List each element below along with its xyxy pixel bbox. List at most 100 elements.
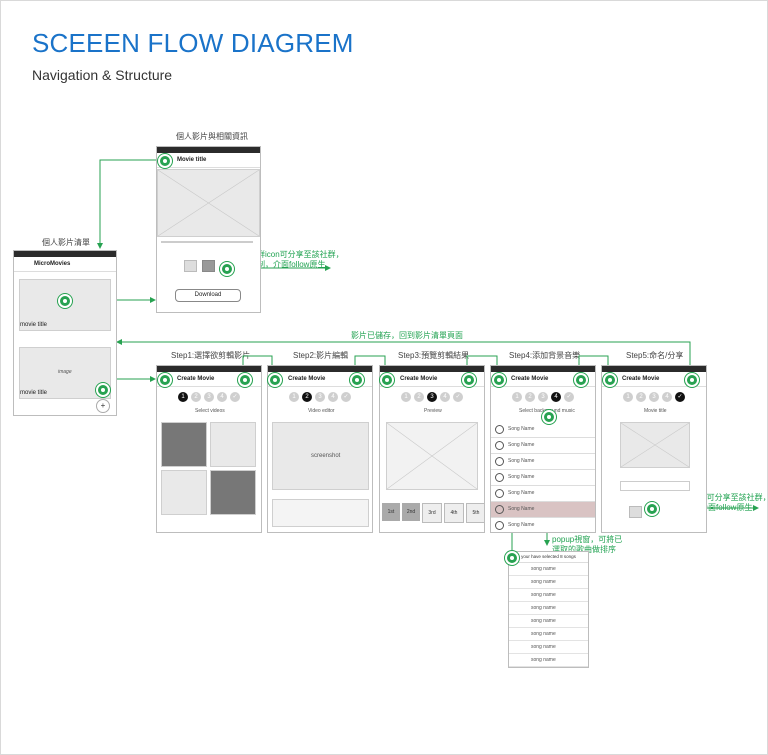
step-indicator: 2 — [525, 392, 535, 402]
step-indicator: ✓ — [230, 392, 240, 402]
movie-preview[interactable] — [620, 422, 690, 468]
note-share-detail-2: 分享機制，介面follow原生 — [233, 260, 326, 269]
video-thumbnail[interactable] — [161, 470, 207, 515]
movie-thumbnail[interactable]: image — [19, 347, 111, 399]
hotspot-next[interactable] — [574, 373, 588, 387]
popup-song-row[interactable]: song name — [509, 563, 588, 576]
hotspot-back[interactable] — [268, 373, 282, 387]
popup-song-row[interactable]: song name — [509, 602, 588, 615]
share-thumbnail[interactable] — [202, 260, 215, 272]
app-bar: MicroMovies — [14, 257, 116, 272]
caption-step3: Step3:預覽剪輯結果 — [398, 351, 470, 360]
clip-chip[interactable]: 5th — [466, 503, 484, 523]
step-indicator: ✓ — [341, 392, 351, 402]
preview-player[interactable] — [386, 422, 478, 490]
video-thumbnail[interactable] — [210, 470, 256, 515]
note-saved-back: 影片已儲存，回到影片清單頁面 — [351, 331, 463, 340]
step-indicator: 4 — [217, 392, 227, 402]
note-share-detail-1: 點選社群icon可分享至該社群， — [233, 250, 344, 259]
step-indicator: ✓ — [453, 392, 463, 402]
clip-order-strip: 1st 2nd 3rd 4th 5th — [382, 503, 484, 523]
step-indicator: 2 — [302, 392, 312, 402]
step-indicator: 4 — [551, 392, 561, 402]
hotspot-close-popup[interactable] — [505, 551, 519, 565]
hotspot-back[interactable] — [158, 373, 172, 387]
step-label: Video editor — [308, 408, 335, 414]
popup-song-row[interactable]: song name — [509, 654, 588, 667]
hotspot-next[interactable] — [350, 373, 364, 387]
popup-song-row[interactable]: song name — [509, 628, 588, 641]
hotspot-back[interactable] — [380, 373, 394, 387]
app-bar: Movie title — [157, 153, 260, 168]
hotspot-share[interactable] — [645, 502, 659, 516]
video-thumbnail[interactable] — [210, 422, 256, 467]
hotspot-back[interactable] — [603, 373, 617, 387]
hotspot-add-movie[interactable] — [96, 383, 110, 397]
clip-chip[interactable]: 2nd — [402, 503, 420, 521]
hotspot-selected-songs[interactable] — [542, 410, 556, 424]
app-title: Create Movie — [177, 376, 215, 382]
song-row[interactable]: Song Name — [491, 470, 595, 486]
song-row[interactable]: Song Name — [491, 518, 595, 532]
status-bar — [14, 251, 116, 257]
movie-title[interactable]: movie title — [20, 390, 48, 396]
status-bar — [491, 366, 595, 372]
clip-chip[interactable]: 4th — [444, 503, 464, 523]
song-row[interactable]: Song Name — [491, 438, 595, 454]
hotspot-next[interactable] — [238, 373, 252, 387]
popup-song-row[interactable]: song name — [509, 615, 588, 628]
step-indicator: 3 — [204, 392, 214, 402]
title-input[interactable] — [620, 481, 690, 491]
app-bar: Create Movie — [157, 372, 261, 387]
popup-song-row[interactable]: song name — [509, 589, 588, 602]
song-row[interactable]: Song Name — [491, 454, 595, 470]
song-row[interactable]: Song Name — [491, 486, 595, 502]
app-title: MicroMovies — [34, 261, 71, 267]
clip-trimmer[interactable] — [272, 499, 369, 527]
song-row[interactable]: Song Name — [491, 422, 595, 438]
step-indicator: 1 — [401, 392, 411, 402]
popup-song-row[interactable]: song name — [509, 576, 588, 589]
hotspot-back[interactable] — [492, 373, 506, 387]
app-title: Create Movie — [400, 376, 438, 382]
video-preview[interactable]: screenshot — [272, 422, 369, 490]
step-indicator: 3 — [649, 392, 659, 402]
caption-step2: Step2:影片編輯 — [293, 351, 349, 360]
step-label: Select videos — [195, 408, 225, 414]
step-indicator: ✓ — [675, 392, 685, 402]
share-thumbnail[interactable] — [629, 506, 642, 518]
app-title: Create Movie — [622, 376, 660, 382]
image-label: image — [58, 369, 72, 375]
hotspot-back[interactable] — [158, 154, 172, 168]
hotspot-open-movie[interactable] — [58, 294, 72, 308]
step-label: Preview — [424, 408, 442, 414]
clip-chip[interactable]: 3rd — [422, 503, 442, 523]
video-player[interactable] — [157, 169, 260, 237]
hotspot-done[interactable] — [685, 373, 699, 387]
seek-bar[interactable] — [161, 241, 253, 243]
movie-title[interactable]: movie title — [20, 322, 48, 328]
download-button[interactable]: Download — [175, 289, 241, 302]
share-thumbnail[interactable] — [184, 260, 197, 272]
step-indicator: 4 — [440, 392, 450, 402]
diagram-title: SCEEEN FLOW DIAGREM — [32, 28, 354, 58]
add-movie-button[interactable]: + — [96, 399, 110, 413]
note-popup-2: 選取的歌曲做排序 — [552, 545, 616, 554]
song-row[interactable]: Song Name — [491, 502, 595, 518]
status-bar — [157, 147, 260, 153]
popup-song-row[interactable]: song name — [509, 641, 588, 654]
hotspot-share[interactable] — [220, 262, 234, 276]
clip-chip[interactable]: 1st — [382, 503, 400, 521]
video-thumbnail[interactable] — [161, 422, 207, 467]
app-bar: Create Movie — [491, 372, 595, 387]
step-indicator: 4 — [328, 392, 338, 402]
hotspot-next[interactable] — [462, 373, 476, 387]
caption-movie-list: 個人影片清單 — [42, 238, 90, 247]
step-indicator: 2 — [191, 392, 201, 402]
